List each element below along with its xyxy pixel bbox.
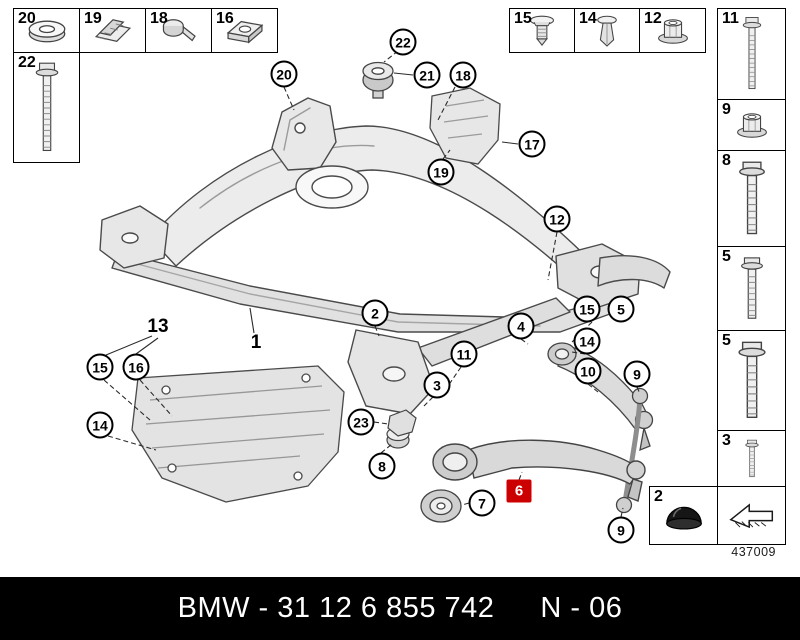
callout-18[interactable]: 18 [449,61,477,89]
footer-part-number: BMW - 31 12 6 855 742 [177,592,495,624]
flange-nut-icon [734,110,770,140]
fastener-box-9[interactable]: 9 [717,99,786,151]
callout-12[interactable]: 12 [543,205,571,233]
callout-11[interactable]: 11 [450,340,478,368]
callout-21[interactable]: 21 [413,61,441,89]
callout-1[interactable]: 1 [250,332,262,353]
hex-bolt-icon [735,340,769,422]
fastener-box-number: 2 [654,488,663,505]
fastener-box-5[interactable]: 5 [717,246,786,331]
callout-8[interactable]: 8 [368,452,396,480]
fastener-box-number: 5 [722,248,731,265]
callout-10[interactable]: 10 [574,357,602,385]
footer-catalog-code: N - 06 [540,592,623,624]
fastener-box-15[interactable]: 15 [509,8,575,53]
callout-3[interactable]: 3 [423,371,451,399]
fastener-box-number: 11 [722,10,739,27]
fastener-box-2[interactable]: 2 [649,486,718,545]
fastener-box-16[interactable]: 16 [211,8,278,53]
callout-16[interactable]: 16 [122,353,150,381]
fastener-box-14[interactable]: 14 [574,8,640,53]
dome-cap-icon [661,497,707,535]
fastener-box-number: 14 [579,10,597,27]
callout-19[interactable]: 19 [427,158,455,186]
callout-13[interactable]: 13 [147,316,169,337]
fastener-box-8[interactable]: 8 [717,150,786,247]
fastener-box-number: 16 [216,10,234,27]
callout-2[interactable]: 2 [361,299,389,327]
callout-15[interactable]: 15 [573,295,601,323]
callout-20[interactable]: 20 [270,60,298,88]
fastener-box-3[interactable]: 3 [717,430,786,487]
fastener-box-12[interactable]: 12 [639,8,706,53]
hex-bolt-icon [743,439,761,479]
fastener-box-20[interactable]: 20 [13,8,80,53]
callout-22[interactable]: 22 [389,28,417,56]
callout-15[interactable]: 15 [86,353,114,381]
fastener-box-number: 5 [722,332,731,349]
long-bolt-icon [740,16,764,92]
fastener-box-number: 20 [18,10,36,27]
fastener-box-number: 9 [722,101,731,118]
direction-arrow-icon [728,499,776,533]
callout-6[interactable]: 6 [506,479,532,503]
callout-4[interactable]: 4 [507,312,535,340]
fastener-box-direction-arrow[interactable] [717,486,786,545]
hex-bolt-icon [738,256,766,322]
hex-bolt-icon [736,160,768,238]
fastener-box-number: 3 [722,432,731,449]
fastener-box-11[interactable]: 11 [717,8,786,100]
fastener-box-number: 8 [722,152,731,169]
fastener-box-18[interactable]: 18 [145,8,212,53]
fastener-box-5[interactable]: 5 [717,330,786,431]
long-bolt-icon [33,61,61,155]
fastener-box-number: 18 [150,10,168,27]
callout-23[interactable]: 23 [347,408,375,436]
callout-7[interactable]: 7 [468,489,496,517]
callout-14[interactable]: 14 [573,327,601,355]
callout-17[interactable]: 17 [518,130,546,158]
fastener-box-number: 22 [18,54,36,71]
callout-14[interactable]: 14 [86,411,114,439]
callout-9[interactable]: 9 [623,360,651,388]
callout-9[interactable]: 9 [607,516,635,544]
fastener-box-number: 15 [514,10,532,27]
drawing-number: 437009 [731,545,776,559]
fastener-box-number: 12 [644,10,662,27]
fastener-box-19[interactable]: 19 [79,8,146,53]
callout-5[interactable]: 5 [607,295,635,323]
footer-part-number-bar: BMW - 31 12 6 855 742 N - 06 [0,577,800,640]
fastener-box-number: 19 [84,10,102,27]
fastener-box-22[interactable]: 22 [13,52,80,163]
